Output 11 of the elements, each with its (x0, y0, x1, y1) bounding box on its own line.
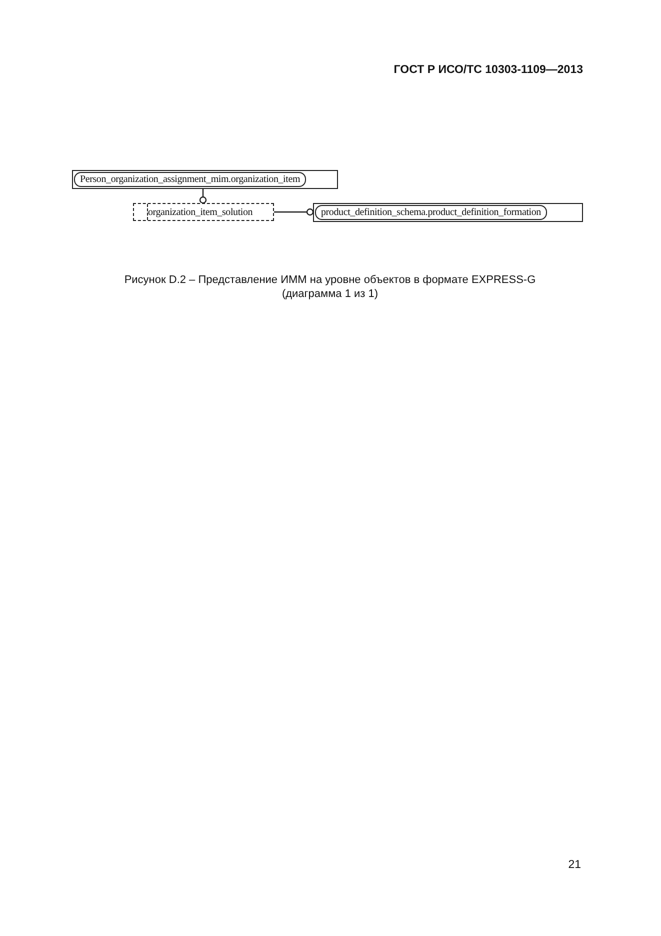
entity-reference-box (313, 203, 583, 222)
entity-reference-box (72, 170, 338, 189)
entity-name: Person_organization_assignment_mim.organization_item (74, 172, 306, 187)
figure-caption: Рисунок D.2 – Представление ИММ на уровне объектов в формате EXPRESS-G (диаграмма 1 из 1) (123, 273, 537, 301)
document-header: ГОСТ Р ИСО/ТС 10303-1109—2013 (394, 64, 583, 76)
select-type-box (133, 203, 274, 221)
entity-name: product_definition_schema.product_definition_formation (315, 205, 547, 220)
relationship-line (199, 189, 207, 204)
type-name: organization_item_solution (148, 206, 253, 218)
relationship-line (274, 208, 314, 216)
page-number: 21 (568, 859, 581, 871)
